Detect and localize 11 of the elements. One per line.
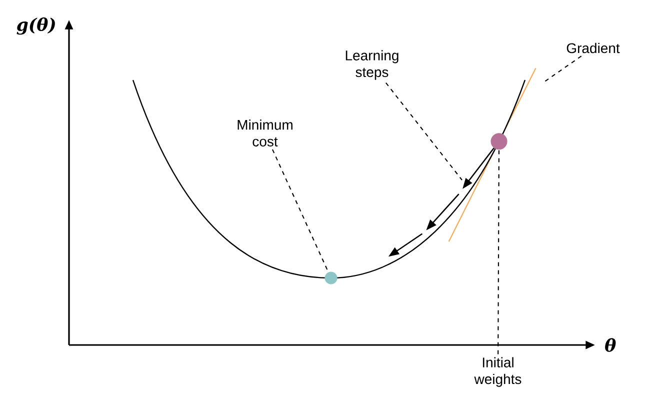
callout-text: Gradient [566,42,620,54]
leader-line [386,82,462,180]
point-marker [324,272,338,284]
leader-line [544,56,582,82]
callout-text: Learning steps [346,50,398,80]
callout-text: Minimum cost [238,120,292,146]
point-marker [490,133,508,150]
callout-text: Initial weights [474,357,522,387]
leader-line [498,150,500,354]
axis-label: g(θ) [16,17,55,35]
axis-label: θ [605,338,616,352]
